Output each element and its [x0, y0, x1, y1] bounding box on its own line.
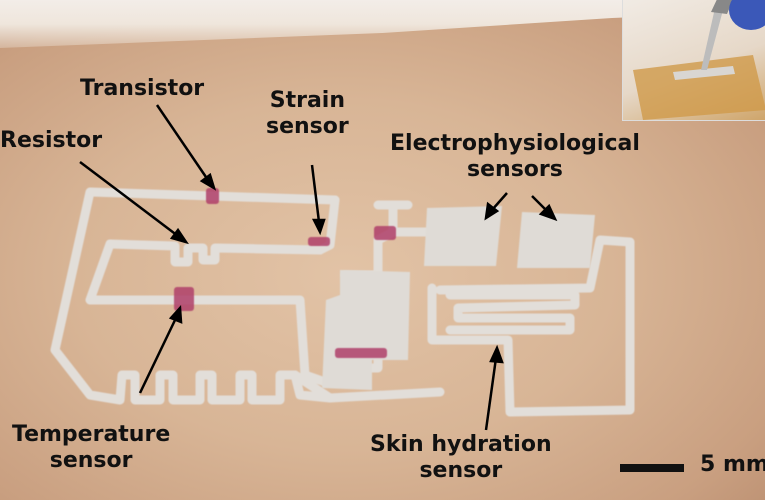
pen-illustration — [633, 0, 765, 120]
label-resistor: Resistor — [0, 128, 103, 153]
strain-sensor-mark — [308, 237, 330, 246]
pen-tip — [701, 8, 723, 70]
electrode-pad-left — [424, 206, 502, 266]
label-strain-line2: sensor — [266, 114, 349, 139]
inset-photo-pen-printing — [622, 0, 765, 121]
label-strain-sensor: Strain sensor — [266, 88, 349, 140]
label-temperature-sensor: Temperature sensor — [12, 422, 170, 474]
label-hydration-line2: sensor — [419, 458, 503, 483]
label-electro-line2: sensors — [467, 157, 563, 182]
silver-pads — [322, 206, 595, 390]
substrate-sheet — [633, 55, 765, 120]
label-electro-line1: Electrophysiological — [390, 131, 640, 156]
scale-label: 5 mm — [700, 452, 765, 477]
transistor-mark-2 — [374, 226, 396, 240]
label-transistor: Transistor — [80, 76, 205, 101]
pink-components — [174, 188, 396, 358]
transistor-mark — [206, 188, 219, 204]
label-strain-line1: Strain — [269, 88, 345, 113]
temperature-sensor-mark — [174, 287, 194, 311]
scale-bar — [620, 464, 684, 472]
central-pad — [322, 270, 410, 390]
label-temperature-line1: Temperature — [12, 422, 171, 447]
electrode-pad-right — [517, 212, 595, 268]
label-temperature-line2: sensor — [49, 448, 133, 473]
annotation-arrows — [79, 104, 558, 431]
central-pink-band — [335, 348, 387, 358]
label-electrophysiological-sensors: Electrophysiological sensors — [390, 131, 640, 183]
gloved-hand — [729, 0, 765, 30]
label-hydration-line1: Skin hydration — [370, 432, 552, 457]
label-skin-hydration-sensor: Skin hydration sensor — [370, 432, 552, 484]
printed-strip — [673, 66, 735, 80]
pen-body — [711, 0, 733, 14]
